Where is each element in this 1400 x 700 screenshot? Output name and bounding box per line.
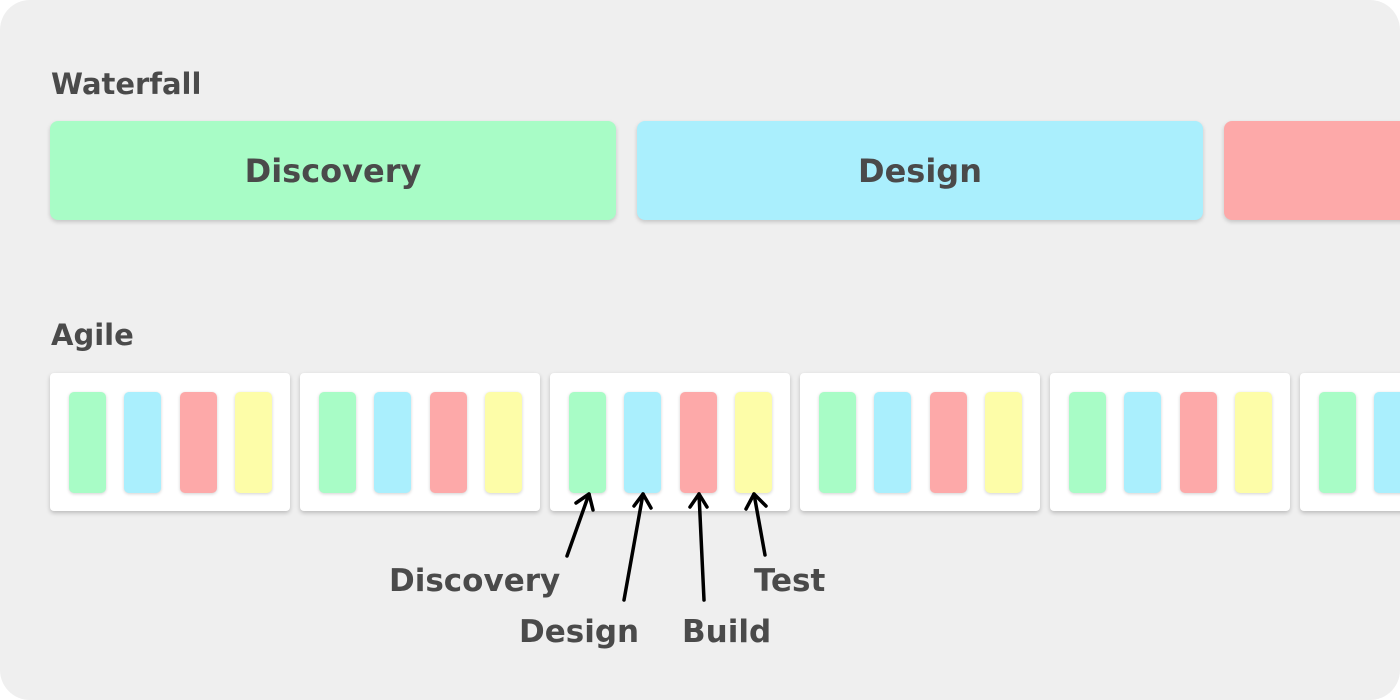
callout-label-test: Test: [754, 563, 826, 599]
sprint-card: [550, 373, 790, 511]
waterfall-phase-discovery: Discovery: [50, 121, 616, 220]
sprint-chip-discovery: [1069, 392, 1106, 493]
waterfall-phase-design: Design: [637, 121, 1203, 220]
arrow-build: [688, 492, 709, 602]
sprint-chip-build: [930, 392, 967, 493]
waterfall-phase-label: Design: [858, 151, 982, 190]
sprint-chip-design: [374, 392, 411, 493]
sprint-card: [1050, 373, 1290, 511]
sprint-chip-build: [680, 392, 717, 493]
callout-label-design: Design: [519, 614, 640, 650]
arrow-design: [622, 492, 653, 602]
arrow-test: [744, 492, 768, 557]
sprint-chip-test: [985, 392, 1022, 493]
waterfall-title: Waterfall: [51, 67, 202, 101]
sprint-chip-discovery: [1319, 392, 1356, 493]
arrow-discovery: [565, 492, 595, 558]
sprint-chip-test: [235, 392, 272, 493]
sprint-chip-build: [430, 392, 467, 493]
sprint-chip-design: [1374, 392, 1400, 493]
sprint-chip-test: [1235, 392, 1272, 493]
sprint-chip-discovery: [69, 392, 106, 493]
sprint-chip-design: [124, 392, 161, 493]
sprint-card: [300, 373, 540, 511]
sprint-chip-design: [874, 392, 911, 493]
sprint-chip-discovery: [819, 392, 856, 493]
sprint-chip-design: [624, 392, 661, 493]
sprint-chip-build: [1180, 392, 1217, 493]
sprint-card: [1300, 373, 1400, 511]
sprint-chip-discovery: [319, 392, 356, 493]
callout-label-build: Build: [682, 614, 772, 650]
waterfall-phase-build: [1224, 121, 1400, 220]
sprint-card: [50, 373, 290, 511]
callout-label-discovery: Discovery: [389, 563, 561, 599]
waterfall-phase-label: Discovery: [244, 151, 422, 190]
sprint-chip-discovery: [569, 392, 606, 493]
sprint-chip-build: [180, 392, 217, 493]
agile-title: Agile: [51, 318, 134, 352]
sprint-chip-design: [1124, 392, 1161, 493]
sprint-chip-test: [485, 392, 522, 493]
sprint-chip-test: [735, 392, 772, 493]
sprint-card: [800, 373, 1040, 511]
